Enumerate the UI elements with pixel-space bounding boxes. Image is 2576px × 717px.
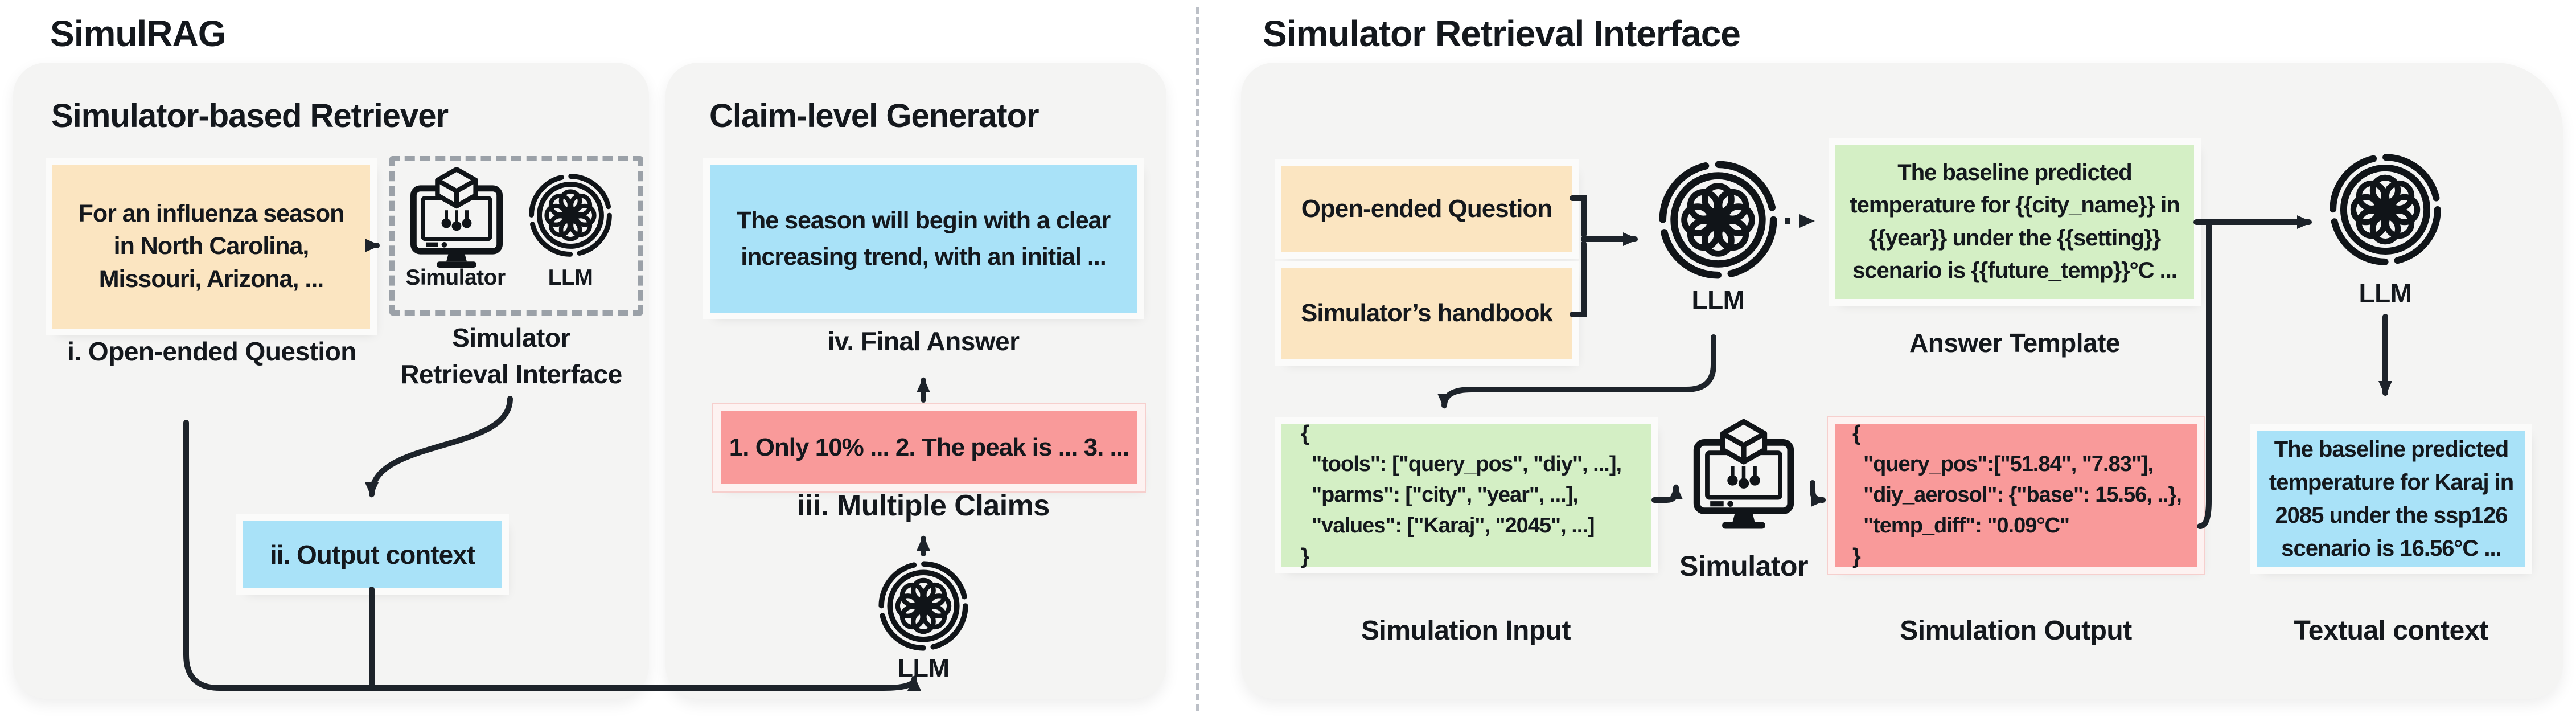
final-answer-box: The season will begin with a clear incre… [710, 165, 1137, 313]
simulators-handbook-box: Simulator’s handbook [1281, 268, 1572, 359]
sim-output-line: } [1852, 544, 1861, 568]
template-line: The baseline predicted [1897, 160, 2132, 186]
textual-context-line: The baseline predicted [2274, 437, 2509, 462]
question-line: For an influenza season [78, 200, 345, 228]
iface-llm2-label: LLM [2359, 278, 2412, 308]
textual-context-line: scenario is 16.56°C ... [2281, 536, 2502, 561]
claims-text: 1. Only 10% ... 2. The peak is ... 3. ..… [729, 433, 1129, 461]
iface-simulator-label: Simulator [1679, 550, 1809, 582]
sim-input-line: "values": ["Karaj", "2045", ...] [1301, 513, 1595, 538]
iface-question-label: Open-ended Question [1301, 195, 1553, 223]
retriever-heading: Simulator-based Retriever [51, 97, 449, 134]
sim-output-line: "query_pos":["51.84", "7.83"], [1852, 452, 2154, 477]
sim-output-line: { [1852, 421, 1861, 446]
sim-input-line: "parms": ["city", "year", ...], [1301, 483, 1579, 507]
sim-output-line: "temp_diff": "0.09°C" [1852, 513, 2070, 538]
textual-context-line: temperature for Karaj in [2269, 470, 2514, 495]
final-answer-caption: iv. Final Answer [827, 326, 1020, 356]
output-context-box: ii. Output context [243, 521, 502, 588]
final-answer-line: increasing trend, with an initial ... [741, 243, 1107, 271]
open-ended-question-caption: i. Open-ended Question [67, 337, 356, 366]
figure-title-simulrag: SimulRAG [50, 13, 226, 54]
textual-context-box: The baseline predicted temperature for K… [2257, 431, 2525, 567]
answer-template-box: The baseline predicted temperature for {… [1835, 145, 2194, 299]
sim-output-line: "diy_aerosol": {"base": 15.56, ..}, [1852, 483, 2182, 507]
answer-template-caption: Answer Template [1909, 328, 2120, 358]
interface-caption-line2: Retrieval Interface [400, 359, 622, 389]
llm-icon [877, 559, 970, 653]
llm-icon [527, 172, 614, 259]
generator-heading: Claim-level Generator [709, 97, 1040, 134]
llm-icon [2327, 151, 2443, 268]
simulation-output-box: { "query_pos":["51.84", "7.83"], "diy_ae… [1835, 421, 2197, 568]
iface-open-ended-question-box: Open-ended Question [1281, 166, 1572, 252]
question-line: Missouri, Arizona, ... [98, 265, 324, 293]
multiple-claims-caption: iii. Multiple Claims [797, 489, 1050, 522]
template-line: scenario is {{future_temp}}°C ... [1852, 257, 2178, 283]
sim-input-line: { [1301, 421, 1309, 446]
template-line: {{year}} under the {{setting}} [1868, 225, 2161, 251]
llm-icon-label: LLM [548, 265, 593, 290]
simulation-input-box: { "tools": ["query_pos", "diy", ...], "p… [1281, 421, 1651, 568]
template-line: temperature for {{city_name}} in [1850, 192, 2180, 218]
simulator-icon [1688, 417, 1799, 536]
multiple-claims-box: 1. Only 10% ... 2. The peak is ... 3. ..… [721, 411, 1137, 484]
textual-context-line: 2085 under the ssp126 [2275, 503, 2508, 528]
simulator-icon-label: Simulator [405, 265, 506, 290]
sim-input-line: "tools": ["query_pos", "diy", ...], [1301, 452, 1622, 477]
simulator-icon [405, 165, 508, 274]
textual-context-caption: Textual context [2294, 616, 2488, 646]
simulation-input-caption: Simulation Input [1361, 616, 1571, 646]
generator-llm-label: LLM [897, 654, 950, 683]
interface-caption-line1: Simulator [452, 323, 570, 353]
simulator-retrieval-interface-box [389, 156, 643, 316]
llm-icon [1657, 158, 1780, 281]
final-answer-line: The season will begin with a clear [736, 206, 1111, 234]
question-line: in North Carolina, [113, 232, 310, 260]
iface-llm1-label: LLM [1691, 285, 1745, 315]
output-context-label: ii. Output context [269, 540, 475, 569]
simulation-output-caption: Simulation Output [1900, 616, 2132, 646]
handbook-label: Simulator’s handbook [1300, 299, 1553, 327]
figure-title-interface: Simulator Retrieval Interface [1263, 13, 1741, 54]
open-ended-question-box: For an influenza season in North Carolin… [52, 165, 370, 329]
sim-input-line: } [1301, 544, 1309, 568]
panel-divider [1196, 7, 1199, 711]
